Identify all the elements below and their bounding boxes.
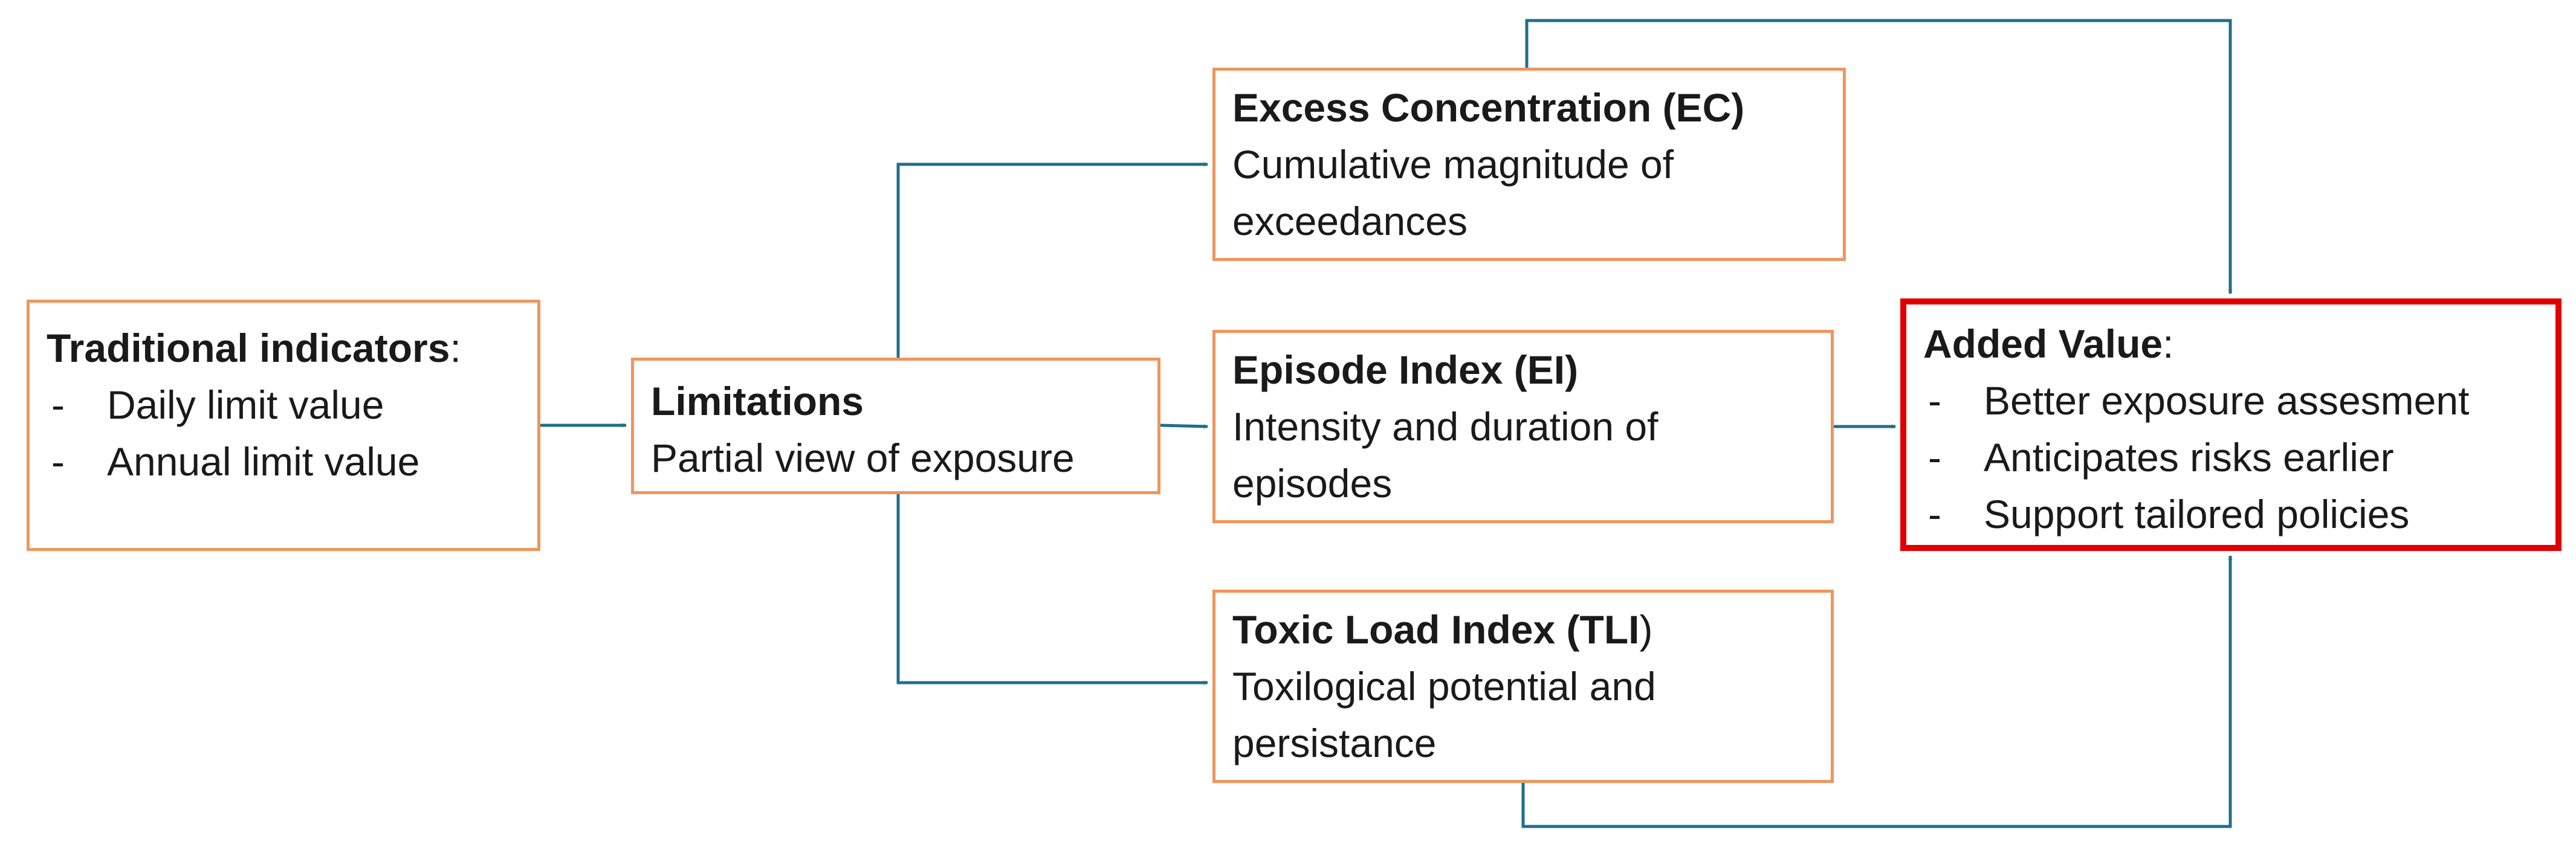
added-value-title: Added Value: [1923,321,2174,366]
traditional-indicators-title: Traditional indicators: [47,326,461,370]
list-item: Better exposure assesment [1923,372,2539,429]
limitations-box: Limitations Partial view of exposure [631,358,1160,494]
episode-index-box: Episode Index (EI) Intensity and duratio… [1212,330,1834,523]
limitations-title: Limitations [651,379,864,424]
toxic-load-index-title: Toxic Load Index (TLI) [1232,607,1653,652]
added-value-list: Better exposure assesment Anticipates ri… [1923,372,2539,543]
excess-concentration-box: Excess Concentration (EC) Cumulative mag… [1212,68,1846,261]
traditional-indicators-list: Daily limit value Annual limit value [47,376,520,490]
list-item: Daily limit value [47,376,520,433]
list-item: Support tailored policies [1923,486,2539,543]
toxic-load-index-text: Toxilogical potential and persistance [1232,664,1656,765]
limitations-text: Partial view of exposure [651,436,1075,480]
episode-index-text: Intensity and duration of episodes [1232,404,1659,506]
arrow-limitations-to-ei [1160,424,1208,429]
arrow-ec-to-added-value [1525,19,2233,294]
excess-concentration-title: Excess Concentration (EC) [1232,85,1745,130]
excess-concentration-text: Cumulative magnitude of exceedances [1232,142,1674,243]
list-item: Annual limit value [47,433,520,490]
toxic-load-index-box: Toxic Load Index (TLI) Toxilogical poten… [1212,590,1834,783]
added-value-box: Added Value: Better exposure assesment A… [1900,298,2561,551]
arrow-limitations-to-tli [896,494,1208,685]
arrow-limitations-to-ec [896,162,1208,358]
list-item: Anticipates risks earlier [1923,429,2539,486]
episode-index-title: Episode Index (EI) [1232,347,1579,392]
arrow-tli-to-added-value [1521,555,2233,828]
traditional-indicators-box: Traditional indicators: Daily limit valu… [27,300,540,551]
